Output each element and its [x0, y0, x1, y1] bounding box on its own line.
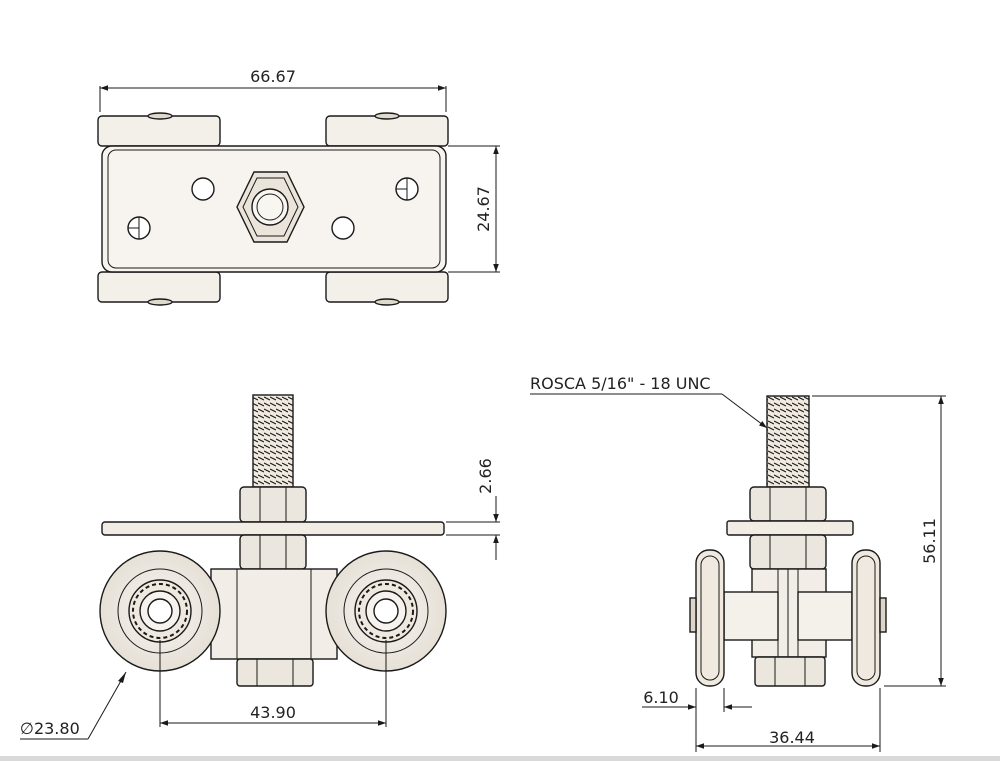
lower-nut-front [239, 534, 307, 570]
dim-wheel-spacing: 43.90 [159, 640, 387, 727]
plate-side [726, 520, 854, 536]
wheel-diameter-label: ∅23.80 [20, 719, 80, 738]
dim-top-width: 66.67 [99, 67, 447, 112]
top-wheel-bl [97, 271, 221, 303]
bottom-nut-side [754, 656, 826, 687]
dim-top-height: 24.67 [448, 145, 500, 273]
thread-note-label: ROSCA 5/16" - 18 UNC [530, 374, 711, 393]
top-view [97, 112, 449, 306]
top-wheel-br [325, 271, 449, 303]
wheel-width-label: 6.10 [643, 688, 679, 707]
bottom-nut-front [236, 658, 314, 687]
side-width-label: 36.44 [769, 728, 815, 747]
dim-wheel-width: 6.10 [642, 688, 752, 712]
upper-nut-side [749, 486, 827, 522]
dim-side-width: 36.44 [695, 688, 881, 752]
top-wheel-tl [97, 115, 221, 147]
dim-thread-note: ROSCA 5/16" - 18 UNC [530, 374, 768, 429]
threaded-stud-front [252, 394, 294, 488]
wheel-spacing-label: 43.90 [250, 703, 296, 722]
lower-nut-side [749, 534, 827, 570]
plate-thickness-label: 2.66 [476, 458, 495, 494]
front-view [99, 394, 447, 687]
top-height-label: 24.67 [474, 186, 493, 232]
wheel-left-side [695, 549, 725, 687]
side-view [689, 395, 887, 687]
plate-front [101, 521, 445, 536]
hole [331, 216, 355, 240]
dim-overall-height: 56.11 [812, 395, 946, 687]
threaded-stud-side [766, 395, 810, 488]
overall-height-label: 56.11 [920, 518, 939, 564]
wheel-right-side [851, 549, 881, 687]
hole [191, 177, 215, 201]
dim-plate-thickness: 2.66 [446, 458, 500, 560]
top-wheel-tr [325, 115, 449, 147]
top-width-label: 66.67 [250, 67, 296, 86]
body-block-front [210, 568, 338, 660]
dim-wheel-diameter: ∅23.80 [20, 671, 127, 740]
page-bottom-border [0, 756, 1000, 761]
upper-nut-front [239, 486, 307, 523]
